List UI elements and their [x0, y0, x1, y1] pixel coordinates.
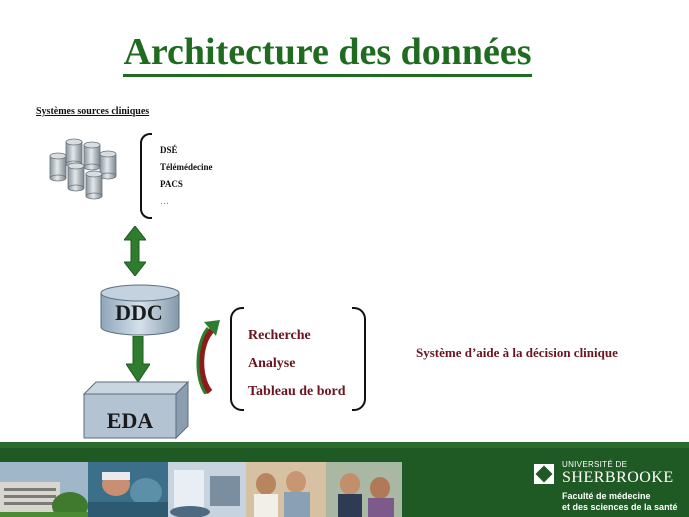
down-arrow-icon: [126, 336, 150, 382]
slide-title: Architecture des données: [0, 30, 655, 77]
source-item-telemedecine: Télémédecine: [160, 162, 213, 172]
source-item-ellipsis: …: [160, 196, 169, 206]
sources-list: DSÉ Télémédecine PACS …: [160, 142, 212, 210]
source-item-pacs: PACS: [160, 179, 183, 189]
sources-label: Systèmes sources cliniques: [36, 106, 150, 117]
clinic-photo-image: [326, 462, 402, 517]
bidirectional-arrow-icon: [124, 226, 146, 276]
logo-university-name: SHERBROOKE: [562, 469, 674, 486]
eda-box: [82, 380, 190, 440]
tools-list: Recherche Analyse Tableau de bord: [248, 328, 346, 412]
footer-divider: [0, 442, 689, 448]
curved-return-arrow-icon: [196, 320, 220, 394]
logo-university-small: UNIVERSITÉ DE: [562, 460, 628, 469]
university-emblem-icon: [534, 464, 554, 484]
tool-item-analyse: Analyse: [248, 356, 296, 371]
tool-item-recherche: Recherche: [248, 328, 311, 343]
source-item-dse: DSÉ: [160, 145, 178, 155]
ddc-database-cylinder: [100, 284, 180, 336]
students-photo-image: [246, 462, 326, 517]
sources-bracket: [140, 133, 152, 219]
ddc-label: DDC: [115, 300, 163, 325]
tool-item-tableau-de-bord: Tableau de bord: [248, 384, 346, 399]
database-cluster-icon: [49, 138, 117, 200]
tools-left-bracket: [230, 307, 244, 411]
tools-right-bracket: [352, 307, 366, 411]
eda-label: EDA: [106, 408, 154, 433]
logo-faculty-line1: Faculté de médecine: [562, 491, 651, 501]
surgery-photo-image: [88, 462, 168, 517]
decision-support-label: Système d’aide à la décision clinique: [416, 345, 618, 360]
lab-photo-image: [168, 462, 246, 517]
building-photo-image: [0, 462, 88, 517]
logo-faculty-line2: et des sciences de la santé: [562, 502, 678, 512]
footer-photo-strip: [0, 462, 402, 517]
